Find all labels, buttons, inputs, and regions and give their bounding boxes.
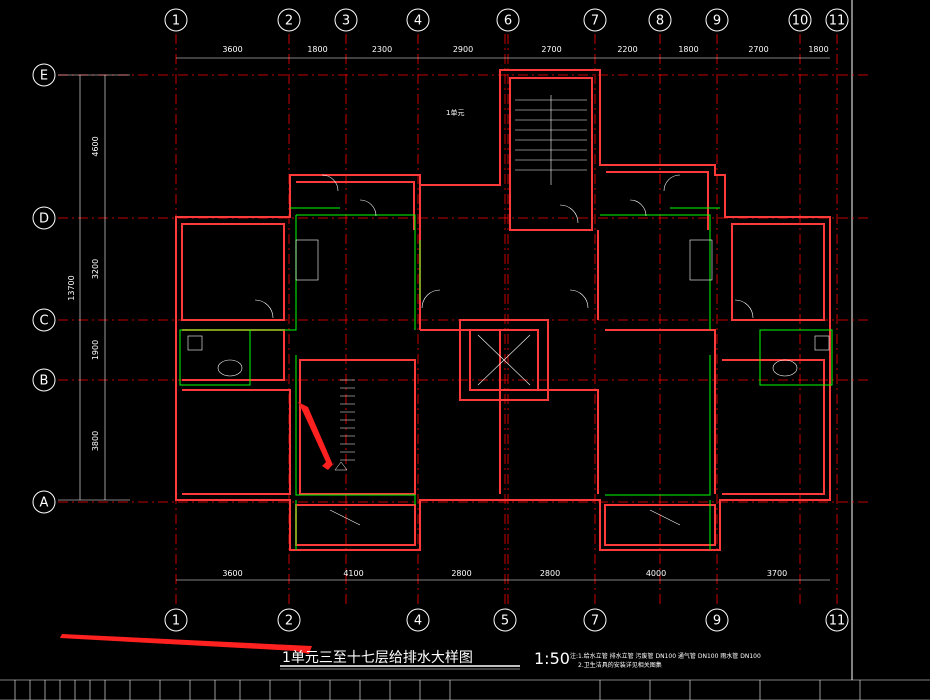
plumbing-pipes: [179, 207, 833, 550]
svg-text:2: 2: [285, 14, 293, 29]
svg-text:1: 1: [172, 614, 180, 629]
axis-bubble-bottom-5: 5: [493, 608, 517, 632]
dimension-lines: [58, 57, 830, 581]
top-dimension: 1800: [678, 45, 698, 54]
bottom-dimension: 2800: [451, 569, 471, 578]
svg-text:4: 4: [414, 14, 422, 29]
bottom-dimension: 4000: [646, 569, 666, 578]
unit-label: 1单元: [446, 108, 464, 117]
axis-bubble-left-D: D: [32, 206, 56, 230]
pipe-legend-list: [334, 379, 355, 471]
svg-text:5: 5: [501, 614, 509, 629]
top-dimension: 2700: [748, 45, 768, 54]
top-dimension: 3600: [222, 45, 242, 54]
svg-text:3: 3: [342, 14, 350, 29]
svg-text:D: D: [39, 212, 49, 227]
axis-bubble-bottom-4: 4: [406, 608, 430, 632]
top-dimension: 1800: [307, 45, 327, 54]
axis-bubble-left-B: B: [32, 368, 56, 392]
axis-bubble-top-3: 3: [334, 8, 358, 32]
title-block: 1单元三至十七层给排水大样图 1:50 注:1.给水立管 排水立管 污废管 DN…: [280, 649, 761, 670]
top-dimension: 2700: [541, 45, 561, 54]
svg-text:1: 1: [172, 14, 180, 29]
svg-text:A: A: [40, 496, 49, 511]
svg-text:11: 11: [829, 614, 846, 629]
axis-bubble-bottom-1: 1: [164, 608, 188, 632]
axis-bubble-bottom-7: 7: [583, 608, 607, 632]
svg-text:4: 4: [414, 614, 422, 629]
axis-bubble-left-E: E: [32, 63, 56, 87]
bottom-dimension: 2800: [540, 569, 560, 578]
left-dimension: 3200: [91, 259, 100, 279]
axis-bubble-bottom-11: 11: [825, 608, 849, 632]
svg-text:2: 2: [285, 614, 293, 629]
elevator-shaft: [477, 334, 531, 386]
svg-text:E: E: [40, 69, 48, 84]
drawing-note-1: 注:1.给水立管 排水立管 污废管 DN100 通气管 DN100 雨水管 DN…: [570, 652, 761, 660]
axis-bubble-top-9: 9: [705, 8, 729, 32]
top-dimension: 2300: [372, 45, 392, 54]
axis-bubble-top-11: 11: [825, 8, 849, 32]
left-dimension: 4600: [91, 136, 100, 156]
left-dimension: 1900: [91, 340, 100, 360]
top-dimension: 1800: [808, 45, 828, 54]
svg-text:10: 10: [792, 14, 809, 29]
svg-text:9: 9: [713, 14, 721, 29]
axis-bubble-top-6: 6: [496, 8, 520, 32]
bottom-dimension: 4100: [343, 569, 363, 578]
svg-text:11: 11: [829, 14, 846, 29]
stair-treads: [515, 95, 587, 185]
left-total-dimension: 13700: [67, 275, 76, 300]
top-dimension: 2900: [453, 45, 473, 54]
axis-bubble-top-1: 1: [164, 8, 188, 32]
svg-text:C: C: [39, 314, 48, 329]
fixtures: [187, 174, 830, 526]
svg-text:6: 6: [504, 14, 512, 29]
axis-bubble-left-C: C: [32, 308, 56, 332]
svg-text:9: 9: [713, 614, 721, 629]
left-dimension: 3800: [91, 431, 100, 451]
svg-text:8: 8: [656, 14, 664, 29]
svg-text:B: B: [40, 374, 49, 389]
axis-bubble-top-8: 8: [648, 8, 672, 32]
building-walls: [175, 69, 831, 551]
axis-bubble-top-10: 10: [788, 8, 812, 32]
axis-bubble-top-2: 2: [277, 8, 301, 32]
bottom-dimension: 3700: [767, 569, 787, 578]
svg-text:7: 7: [591, 14, 599, 29]
drawing-title: 1单元三至十七层给排水大样图: [282, 650, 473, 666]
axis-bubble-left-A: A: [32, 490, 56, 514]
axis-bubble-top-7: 7: [583, 8, 607, 32]
dimension-texts: 3600 1800 2300 2900 2700 2200 1800 2700 1800 3600…: [67, 45, 829, 578]
bottom-dimension: 3600: [222, 569, 242, 578]
drawing-scale: 1:50: [534, 649, 570, 668]
annotation-arrows: [60, 402, 335, 654]
title-strip: [0, 679, 930, 700]
drawing-note-2: 2.卫生洁具的安装详见相关图集: [578, 661, 662, 669]
top-dimension: 2200: [617, 45, 637, 54]
axis-bubble-bottom-2: 2: [277, 608, 301, 632]
axis-bubble-top-4: 4: [406, 8, 430, 32]
axis-bubble-bottom-9: 9: [705, 608, 729, 632]
svg-text:7: 7: [591, 614, 599, 629]
